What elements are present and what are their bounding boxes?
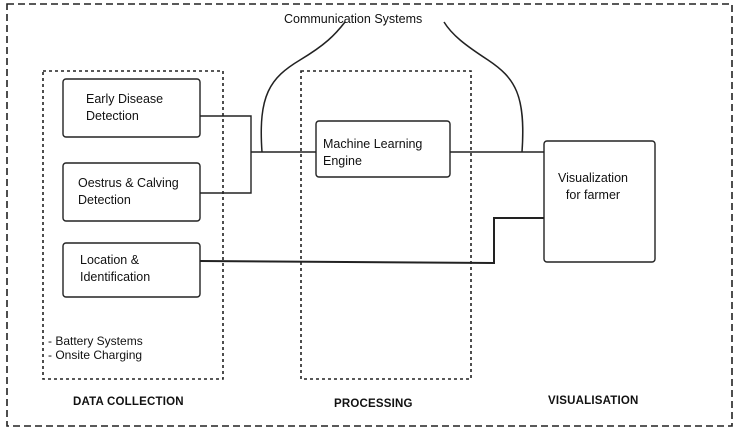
section-visualisation: VISUALISATION [548, 395, 639, 407]
section-processing: PROCESSING [334, 398, 413, 410]
visualization-label: Visualization for farmer [558, 171, 628, 202]
location-label: Location & Identification [80, 253, 151, 284]
battery-note: - Battery Systems [48, 334, 143, 348]
oestrus-label: Oestrus & Calving Detection [78, 176, 179, 207]
processing-region [300, 70, 472, 380]
location-box [62, 242, 201, 298]
ml-engine-label: Machine Learning Engine [323, 137, 423, 168]
outer-frame [6, 3, 733, 427]
data-collection-region [42, 70, 224, 380]
comm-arc-left [260, 21, 346, 153]
charging-note: - Onsite Charging [48, 348, 143, 362]
connector-early-disease [200, 115, 252, 194]
ml-engine-box [315, 120, 451, 178]
early-disease-box [62, 78, 201, 138]
title-communication-systems: Communication Systems [284, 12, 423, 26]
visualization-box [543, 140, 656, 263]
connector-location-to-vis [199, 217, 544, 265]
early-disease-label: Early Disease Detection [86, 92, 164, 123]
section-data-collection: DATA COLLECTION [73, 396, 184, 408]
comm-arc-right [443, 21, 524, 153]
oestrus-box [62, 162, 201, 222]
